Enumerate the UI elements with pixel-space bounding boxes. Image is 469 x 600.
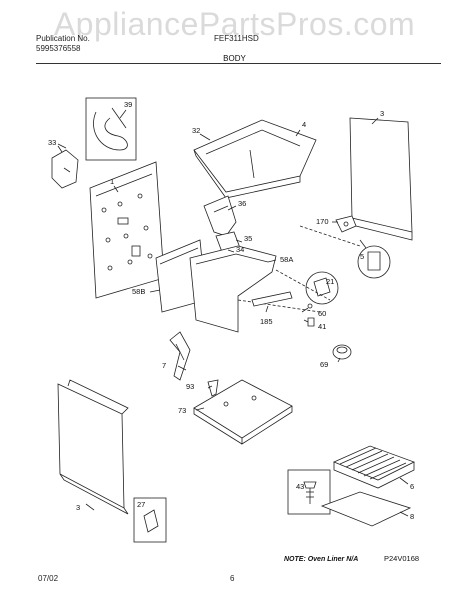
bottom-panel-part: [193, 379, 293, 445]
front-frame-right-part: [189, 245, 277, 333]
part-label: 34: [236, 245, 244, 254]
rear-panel-part: [349, 117, 413, 241]
part-label: 60: [318, 309, 326, 318]
door-hinge-part: [169, 331, 191, 381]
lower-side-panel-part: [57, 379, 129, 515]
header-divider: [36, 63, 441, 64]
part-label: 39: [124, 100, 132, 109]
footer-date: 07/02: [38, 574, 59, 583]
model-number: FEF311HSD: [214, 34, 259, 43]
oven-liner-note: NOTE: Oven Liner N/A: [284, 556, 358, 563]
side-panel-part: [89, 161, 165, 299]
part-label: 8: [410, 512, 414, 521]
part-label: 7: [162, 361, 166, 370]
part-label: 33: [48, 138, 56, 147]
section-title: BODY: [223, 54, 246, 63]
leveling-leg-detail: [357, 239, 391, 279]
publication-number: 5995376558: [36, 44, 81, 53]
clip-part: [207, 379, 219, 397]
part-label: 35: [244, 234, 252, 243]
part-label: 58A: [280, 255, 293, 264]
part-label: 69: [320, 360, 328, 369]
part-label: 4: [302, 120, 306, 129]
part-label: 3: [76, 503, 80, 512]
vent-duct-part: [203, 195, 237, 237]
publication-label: Publication No.: [36, 34, 90, 43]
part-label: 73: [178, 406, 186, 415]
part-label: 43: [296, 482, 304, 491]
foot-part: [332, 344, 352, 360]
part-label: 170: [316, 217, 329, 226]
part-label: 6: [410, 482, 414, 491]
rod-part: [251, 291, 293, 307]
part-label: 58B: [132, 287, 145, 296]
hinge-part: [335, 215, 357, 233]
drawing-code: P24V0168: [384, 554, 419, 563]
part-label: 93: [186, 382, 194, 391]
part-label: 185: [260, 317, 273, 326]
footer-page-number: 6: [230, 574, 235, 583]
oven-rack-part: [332, 445, 416, 489]
part-callouts: 39 33 1 32 4 3 36 170 35 34 5 58A 58B 21…: [48, 100, 414, 521]
bracket-part: [51, 145, 79, 189]
part-label: 36: [238, 199, 246, 208]
part-label: 5: [360, 252, 364, 261]
part-label: 41: [318, 322, 326, 331]
wire-clip-part: [133, 497, 167, 543]
small-screw-part: [307, 303, 315, 327]
part-label: 32: [192, 126, 200, 135]
roller-detail: [305, 271, 339, 305]
wire-harness-part: [85, 97, 137, 161]
part-label: 1: [110, 177, 114, 186]
part-label: 27: [137, 500, 145, 509]
part-label: 21: [326, 277, 334, 286]
part-label: 3: [380, 109, 384, 118]
oven-bottom-part: [320, 491, 412, 527]
top-cover-part: [193, 119, 317, 199]
screw-detail: [287, 469, 331, 515]
